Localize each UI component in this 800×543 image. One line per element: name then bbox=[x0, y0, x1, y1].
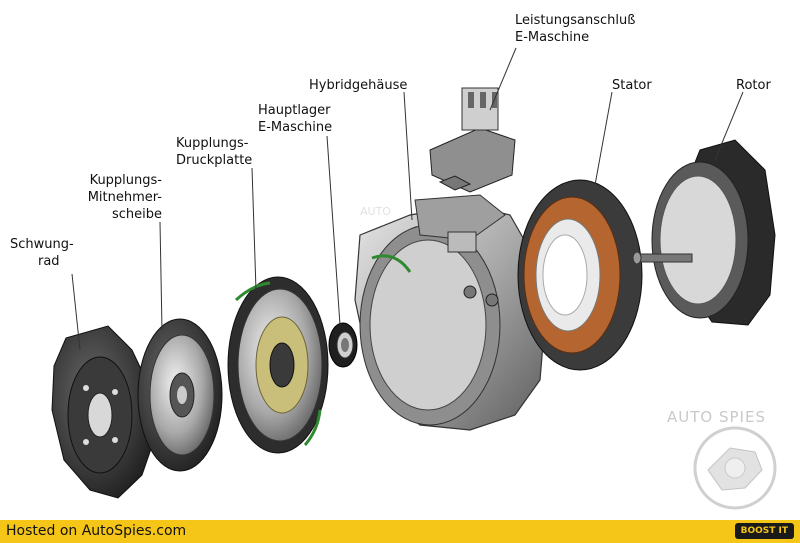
hosted-on-link[interactable]: Hosted on AutoSpies.com bbox=[6, 523, 187, 539]
pressure-plate-part bbox=[227, 276, 329, 454]
leader-lines bbox=[71, 47, 744, 351]
power-connector-part bbox=[429, 87, 516, 193]
label-clutch-disc: Kupplungs-Mitnehmer-scheibe bbox=[87, 173, 162, 222]
label-pressure-plate: Kupplungs-Druckplatte bbox=[176, 136, 253, 168]
boost-it-button[interactable]: BOOST IT bbox=[734, 523, 794, 539]
flywheel-part bbox=[51, 325, 155, 499]
main-bearing-part bbox=[328, 322, 358, 368]
stator-part bbox=[517, 179, 643, 371]
watermark-faint-text: AUTO bbox=[360, 205, 391, 218]
label-flywheel: Schwung-rad bbox=[10, 237, 74, 269]
hosted-footer-bar: Hosted on AutoSpies.com BOOST IT bbox=[0, 520, 800, 543]
label-rotor: Rotor bbox=[736, 78, 771, 93]
label-stator: Stator bbox=[612, 78, 652, 93]
exploded-view-illustration bbox=[51, 47, 777, 510]
clutch-disc-part bbox=[137, 318, 223, 472]
label-housing: Hybridgehäuse bbox=[309, 78, 408, 93]
exploded-view-diagram: AUTO SPIES AUTO Schwung-rad Kupplungs-Mi… bbox=[10, 13, 777, 510]
autospies-logo bbox=[693, 426, 777, 510]
rotor-part bbox=[632, 139, 776, 326]
watermark-text: AUTO SPIES bbox=[667, 408, 766, 426]
hybrid-housing-part bbox=[354, 194, 546, 431]
